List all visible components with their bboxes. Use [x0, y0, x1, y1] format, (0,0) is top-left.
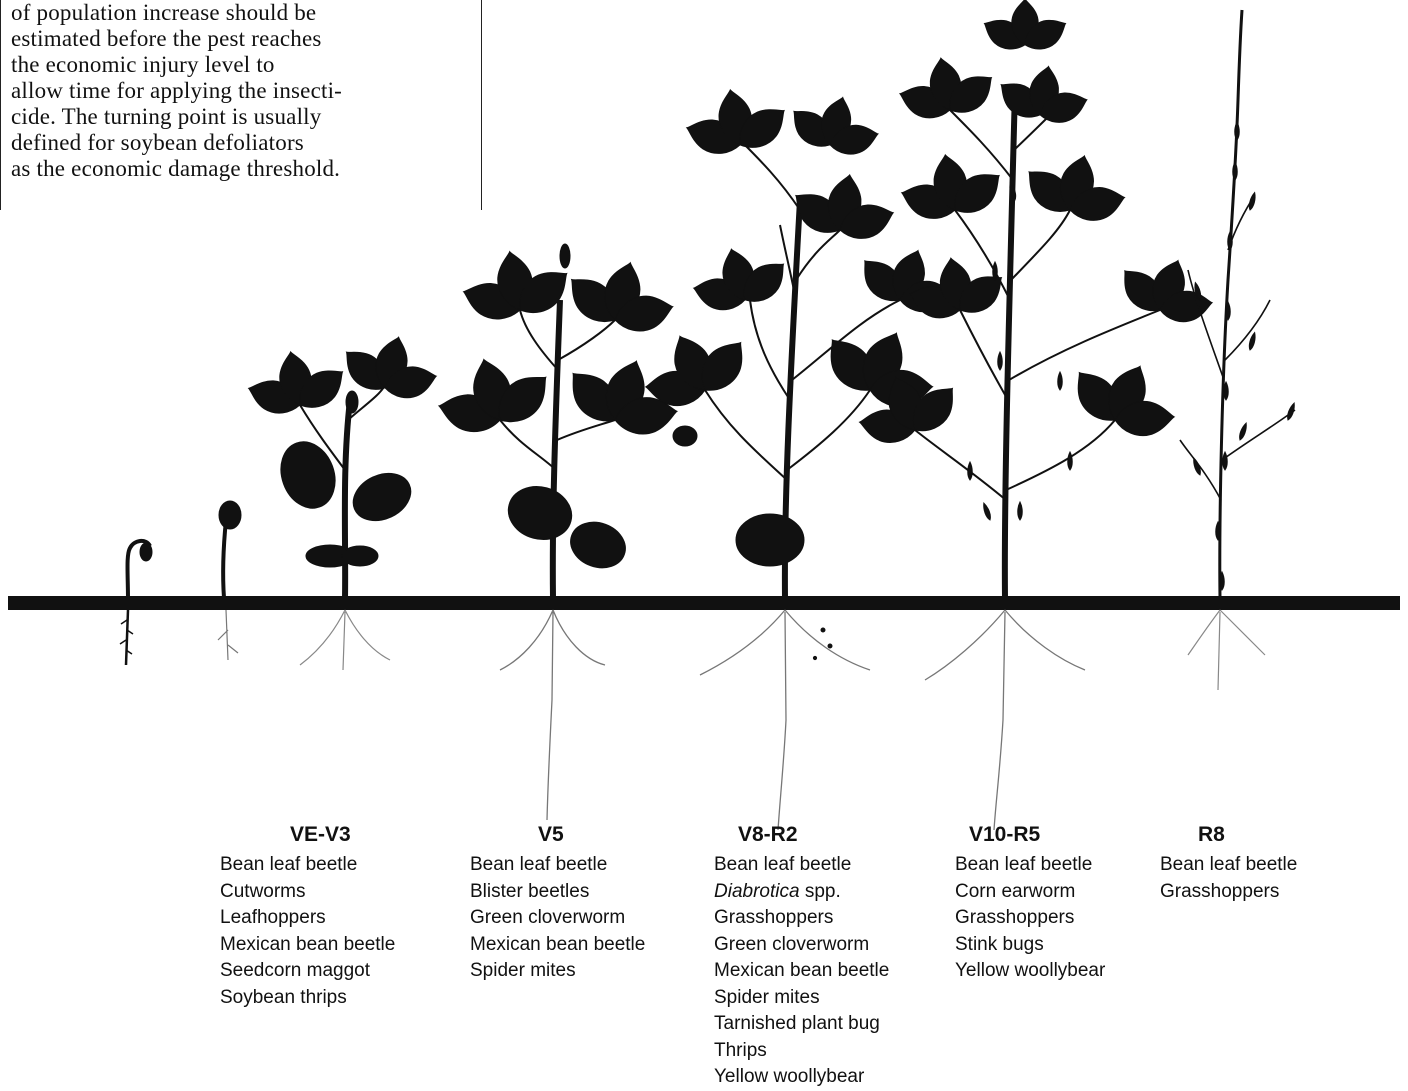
- pest-item: Bean leaf beetle: [470, 854, 608, 875]
- seedling-emergence-plant: [217, 500, 242, 661]
- pest-item: Mexican bean beetle: [470, 933, 646, 955]
- soybean-plant-v10-r5: [842, 0, 1228, 831]
- intro-line: allow time for applying the insecti-: [11, 78, 343, 103]
- pest-item: Diabrotica spp.: [714, 880, 841, 902]
- pest-item: Spider mites: [714, 986, 820, 1008]
- stage-title: V10-R5: [969, 823, 1041, 846]
- intro-line: defined for soybean defoliators: [11, 130, 304, 155]
- pest-item: Mexican bean beetle: [220, 933, 396, 955]
- pest-item: Yellow woollybear: [955, 960, 1106, 981]
- stage-title: VE-V3: [290, 823, 351, 846]
- pest-item: Bean leaf beetle: [1160, 854, 1298, 875]
- pest-item: Blister beetles: [470, 880, 590, 902]
- pest-list: Bean leaf beetle Diabrotica spp. Grassho…: [714, 852, 889, 1091]
- pest-item: Grasshoppers: [1160, 880, 1280, 902]
- soybean-plant-v8-r2: [625, 80, 969, 831]
- stage-title: R8: [1198, 823, 1225, 846]
- pest-list: Bean leaf beetle Grasshoppers: [1160, 852, 1297, 905]
- intro-line: the economic injury level to: [11, 52, 275, 77]
- pest-item: Mexican bean beetle: [714, 960, 890, 981]
- intro-line: cide. The turning point is usually: [11, 104, 322, 129]
- pest-item: Bean leaf beetle: [714, 854, 852, 875]
- pest-item: Bean leaf beetle: [220, 854, 358, 875]
- soybean-plant-ve-v3: [236, 323, 450, 671]
- pest-item: Green cloverworm: [714, 933, 870, 955]
- soybean-plant-r8: [1179, 9, 1297, 691]
- pest-item: Tarnished plant bug: [714, 1013, 880, 1034]
- intro-line: of population increase should be: [11, 0, 317, 25]
- pest-item: Green cloverworm: [470, 907, 626, 928]
- stage-column-v5: V5 Bean leaf beetle Blister beetles Gree…: [470, 822, 645, 985]
- pest-item: Corn earworm: [955, 880, 1076, 902]
- pest-item: Cutworms: [220, 880, 306, 902]
- soil-line: [8, 596, 1400, 610]
- pest-item: Thrips: [714, 1039, 767, 1061]
- stage-column-v10-r5: V10-R5 Bean leaf beetle Corn earworm Gra…: [955, 822, 1105, 985]
- soybean-plant-v5: [422, 241, 696, 821]
- stage-column-r8: R8 Bean leaf beetle Grasshoppers: [1160, 822, 1297, 905]
- pest-item: Stink bugs: [955, 933, 1044, 955]
- intro-line: estimated before the pest reaches: [11, 26, 322, 51]
- pest-item: Bean leaf beetle: [955, 854, 1093, 875]
- pest-item: Grasshoppers: [955, 907, 1075, 928]
- stage-column-v8-r2: V8-R2 Bean leaf beetle Diabrotica spp. G…: [714, 822, 889, 1091]
- pest-list: Bean leaf beetle Blister beetles Green c…: [470, 852, 645, 985]
- pest-item: Seedcorn maggot: [220, 960, 370, 981]
- pest-item: Grasshoppers: [714, 907, 834, 928]
- stage-title: V5: [538, 823, 564, 846]
- pest-item: Soybean thrips: [220, 986, 347, 1008]
- pest-item: Spider mites: [470, 960, 576, 981]
- pest-item: Yellow woollybear: [714, 1066, 865, 1087]
- pest-item: Leafhoppers: [220, 907, 326, 928]
- pest-list: Bean leaf beetle Corn earworm Grasshoppe…: [955, 852, 1105, 985]
- stage-title: V8-R2: [738, 823, 798, 846]
- seedling-hook-plant: [119, 539, 153, 666]
- pest-list: Bean leaf beetle Cutworms Leafhoppers Me…: [220, 852, 395, 1011]
- stage-column-ve-v3: VE-V3 Bean leaf beetle Cutworms Leafhopp…: [220, 822, 395, 1011]
- intro-line: as the economic damage threshold.: [11, 156, 341, 181]
- intro-text-box: of population increase should be estimat…: [0, 0, 482, 210]
